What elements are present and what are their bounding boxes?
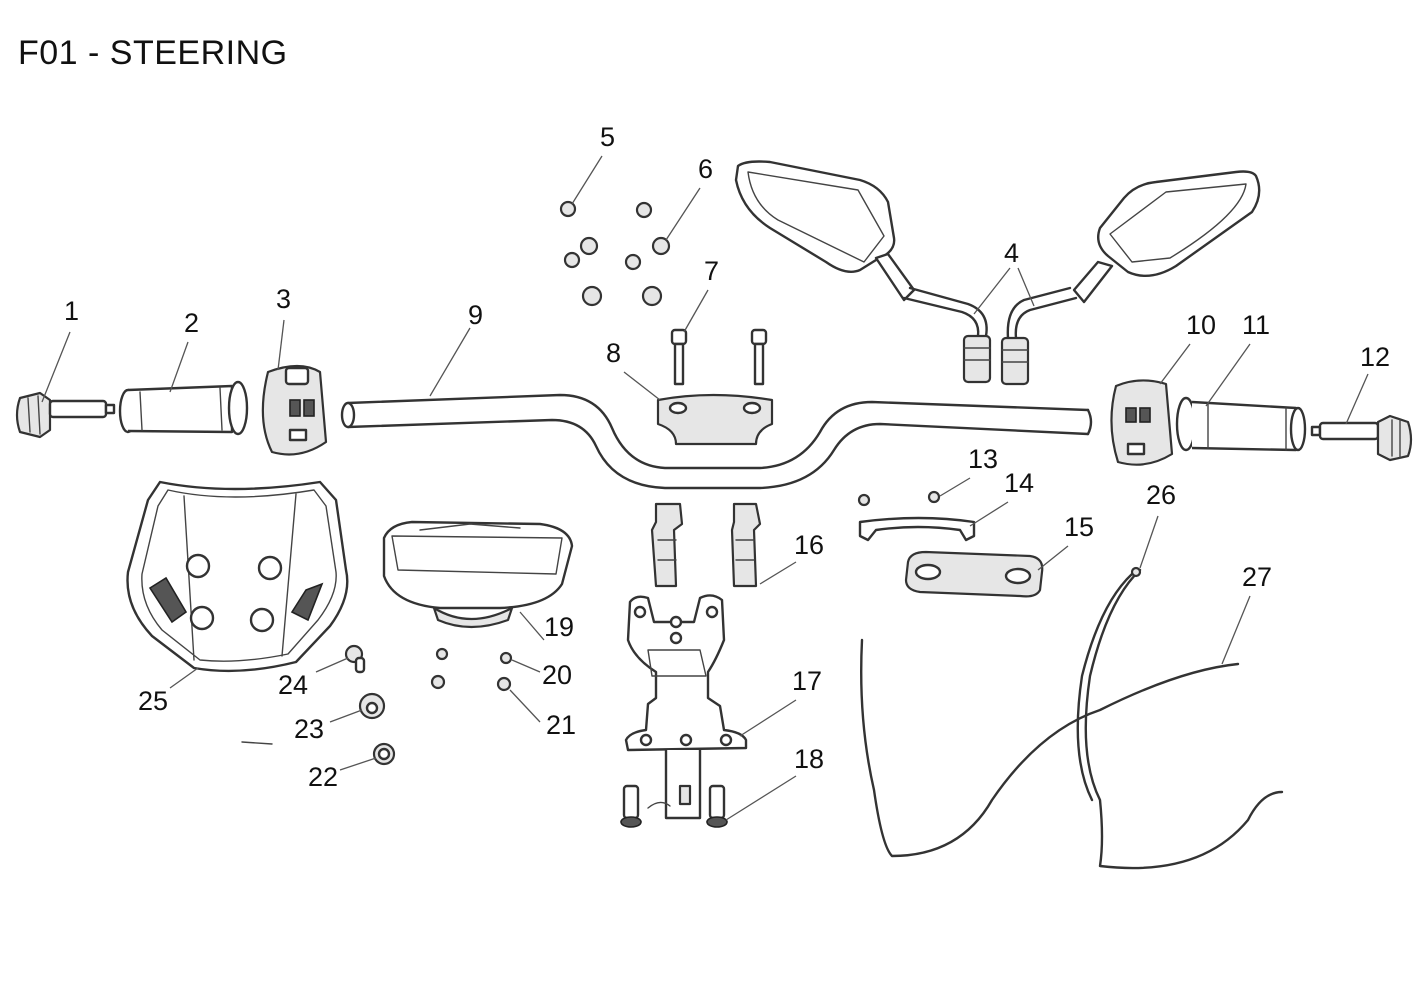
windscreen [126,480,349,673]
callout-22: 22 [308,762,338,792]
callout-15: 15 [1064,512,1094,542]
cable-26 [1076,566,1284,870]
right-grip [1175,396,1307,452]
instrument-cluster [382,520,574,629]
right-mirror [1000,170,1261,386]
right-bar-end-weight [1310,414,1413,462]
handlebar-risers [650,502,762,588]
callout-21: 21 [546,710,576,740]
triple-clamp-bolts [620,784,728,828]
callout-6: 6 [698,154,713,184]
left-bar-end-weight [15,391,116,439]
callout-8: 8 [606,338,621,368]
callout-5: 5 [600,122,615,152]
handlebar-clamp-bolts [670,328,768,386]
washers-21 [430,674,512,692]
callout-12: 12 [1360,342,1390,372]
nuts-5 [559,200,603,307]
diagram-title: F01 - STEERING [18,34,288,72]
fastener-23 [358,692,386,720]
left-switch-housing [261,364,328,456]
left-grip [118,380,249,436]
callout-14: 14 [1004,468,1034,498]
callout-7: 7 [704,256,719,286]
callout-13: 13 [968,444,998,474]
bracket-14 [858,516,976,542]
callout-labels: 1 2 3 4 5 6 7 8 9 10 11 12 13 14 15 16 1… [64,122,1390,792]
nuts-20 [435,647,513,665]
handlebar [340,393,1093,490]
plate-15 [904,550,1044,598]
fastener-24 [344,644,366,674]
callout-4: 4 [1004,238,1019,268]
callout-10: 10 [1186,310,1216,340]
fastener-22 [241,741,396,766]
callout-11: 11 [1242,310,1270,340]
upper-handlebar-clamp [656,393,774,446]
callout-23: 23 [294,714,324,744]
nuts-6 [624,201,671,307]
callout-2: 2 [184,308,199,338]
callout-24: 24 [278,670,308,700]
callout-17: 17 [792,666,822,696]
upper-triple-clamp [624,594,748,820]
callout-26: 26 [1146,480,1176,510]
right-switch-housing [1110,379,1174,466]
callout-1: 1 [64,296,79,326]
nuts-13 [857,490,941,507]
callout-25: 25 [138,686,168,716]
callout-19: 19 [544,612,574,642]
left-mirror [734,160,992,384]
callout-27: 27 [1242,562,1272,592]
callout-3: 3 [276,284,291,314]
callout-16: 16 [794,530,824,560]
callout-18: 18 [794,744,824,774]
cable-27 [860,638,1240,858]
callout-9: 9 [468,300,483,330]
leader-lines [41,155,1369,821]
callout-20: 20 [542,660,572,690]
